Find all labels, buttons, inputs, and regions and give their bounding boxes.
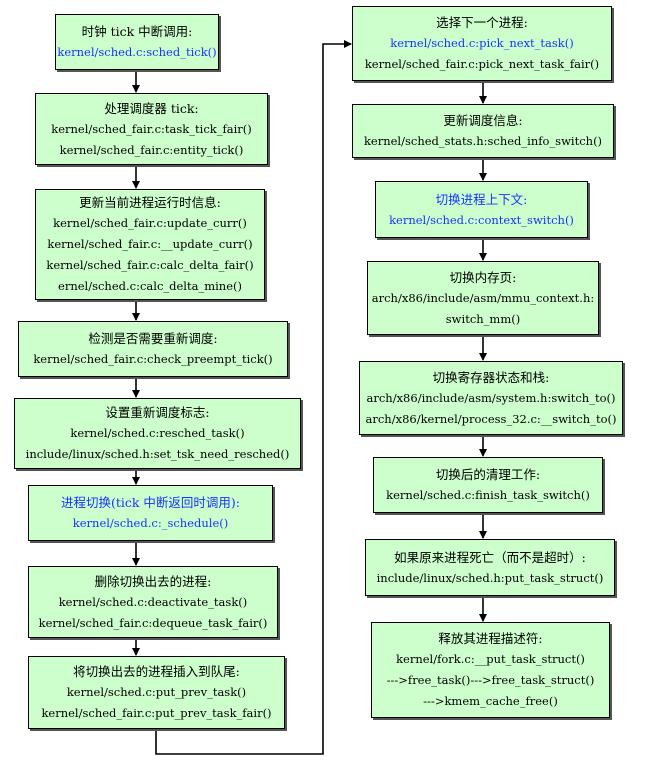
flow-box-b4: 检测是否需要重新调度: kernel/sched_fair.c:check_pre…: [18, 321, 288, 377]
flow-box-c8: 释放其进程描述符: kernel/fork.c:__put_task_struct…: [371, 622, 610, 718]
box-line: arch/x86/kernel/process_32.c:__switch_to…: [365, 411, 617, 426]
box-line: kernel/sched.c:sched_tick(): [57, 45, 217, 59]
box-line: --->kmem_cache_free(): [423, 694, 558, 708]
flow-box-c5: 切换寄存器状态和栈: arch/x86/include/asm/system.h:…: [359, 361, 623, 435]
box-title: 进程切换(tick 中断返回时调用):: [60, 495, 241, 510]
box-title: 切换后的清理工作:: [435, 467, 541, 482]
box-line: kernel/sched_fair.c:task_tick_fair(): [51, 121, 252, 136]
box-title: 释放其进程描述符:: [438, 631, 543, 646]
flow-box-c6: 切换后的清理工作: kernel/sched.c:finish_task_swit…: [373, 457, 603, 513]
box-line: kernel/sched_fair.c:entity_tick(): [59, 142, 244, 157]
box-title: 时钟 tick 中断调用:: [81, 24, 193, 39]
flow-box-b8: 将切换出去的进程插入到队尾: kernel/sched.c:put_prev_ta…: [28, 656, 285, 729]
box-line: include/linux/sched.h:put_task_struct(): [376, 570, 604, 585]
flow-box-b2: 处理调度器 tick: kernel/sched_fair.c:task_tick…: [35, 93, 268, 165]
box-line: kernel/sched.c:finish_task_switch(): [386, 488, 590, 502]
box-line: arch/x86/include/asm/system.h:switch_to(…: [366, 390, 616, 405]
box-line: kernel/sched.c:resched_task(): [70, 426, 245, 440]
box-line: kernel/sched_stats.h:sched_info_switch(): [363, 134, 603, 148]
box-line: kernel/sched_fair.c:update_curr(): [53, 216, 247, 230]
box-title: 删除切换出去的进程:: [94, 573, 212, 589]
box-line: kernel/sched.c:_schedule(): [72, 516, 229, 530]
box-line: kernel/sched_fair.c:dequeue_task_fair(): [38, 615, 268, 630]
box-title: 将切换出去的进程插入到队尾:: [73, 664, 240, 679]
box-title: 选择下一个进程:: [436, 15, 528, 30]
flow-box-b5: 设置重新调度标志: kernel/sched.c:resched_task()in…: [14, 398, 301, 469]
box-line: kernel/sched_fair.c:put_prev_task_fair(): [41, 706, 272, 720]
box-line: kernel/sched_fair.c:pick_next_task_fair(…: [364, 57, 600, 71]
box-line: kernel/sched_fair.c:calc_delta_fair(): [46, 258, 254, 272]
box-line: kernel/sched.c:put_prev_task(): [66, 685, 247, 699]
box-line: switch_mm(): [445, 311, 521, 326]
box-title: 更新调度信息:: [443, 113, 523, 128]
flow-box-b3: 更新当前进程运行时信息: kernel/sched_fair.c:update_c…: [35, 189, 265, 300]
flow-box-b1: 时钟 tick 中断调用: kernel/sched.c:sched_tick(): [55, 14, 219, 70]
box-line: --->free_task()--->free_task_struct(): [386, 673, 595, 687]
box-line: kernel/sched.c:deactivate_task(): [58, 594, 248, 609]
box-title: 更新当前进程运行时信息:: [79, 195, 221, 210]
flow-box-b6: 进程切换(tick 中断返回时调用): kernel/sched.c:_sched…: [28, 485, 273, 541]
box-line: kernel/sched.c:context_switch(): [389, 212, 574, 227]
flow-box-b7: 删除切换出去的进程: kernel/sched.c:deactivate_task…: [28, 566, 278, 638]
flow-box-c7: 如果原来进程死亡（而不是超时）: include/linux/sched.h:pu…: [365, 539, 615, 596]
box-line: kernel/sched_fair.c:check_preempt_tick(): [33, 352, 273, 366]
box-line: kernel/sched_fair.c:__update_curr(): [47, 237, 253, 251]
box-title: 切换寄存器状态和栈:: [432, 369, 550, 385]
flow-box-c3: 切换进程上下文: kernel/sched.c:context_switch(): [375, 181, 588, 238]
box-title: 设置重新调度标志:: [105, 405, 210, 420]
box-title: 切换内存页:: [449, 269, 517, 285]
box-title: 如果原来进程死亡（而不是超时）:: [394, 549, 586, 565]
box-line: arch/x86/include/asm/mmu_context.h:: [371, 290, 595, 305]
box-line: kernel/fork.c:__put_task_struct(): [396, 652, 585, 666]
column-connector-arrow: [155, 40, 352, 755]
box-title: 切换进程上下文:: [435, 191, 528, 207]
flow-box-c4: 切换内存页: arch/x86/include/asm/mmu_context.h…: [367, 261, 599, 335]
box-line: ernel/sched.c:calc_delta_mine(): [58, 279, 242, 293]
box-line: include/linux/sched.h:set_tsk_need_resch…: [25, 447, 290, 461]
flow-box-c1: 选择下一个进程: kernel/sched.c:pick_next_task()k…: [352, 6, 612, 81]
box-title: 检测是否需要重新调度:: [88, 331, 218, 346]
box-line: kernel/sched.c:pick_next_task(): [390, 36, 574, 50]
flow-box-c2: 更新调度信息: kernel/sched_stats.h:sched_info_s…: [352, 104, 614, 158]
box-title: 处理调度器 tick:: [104, 100, 199, 116]
